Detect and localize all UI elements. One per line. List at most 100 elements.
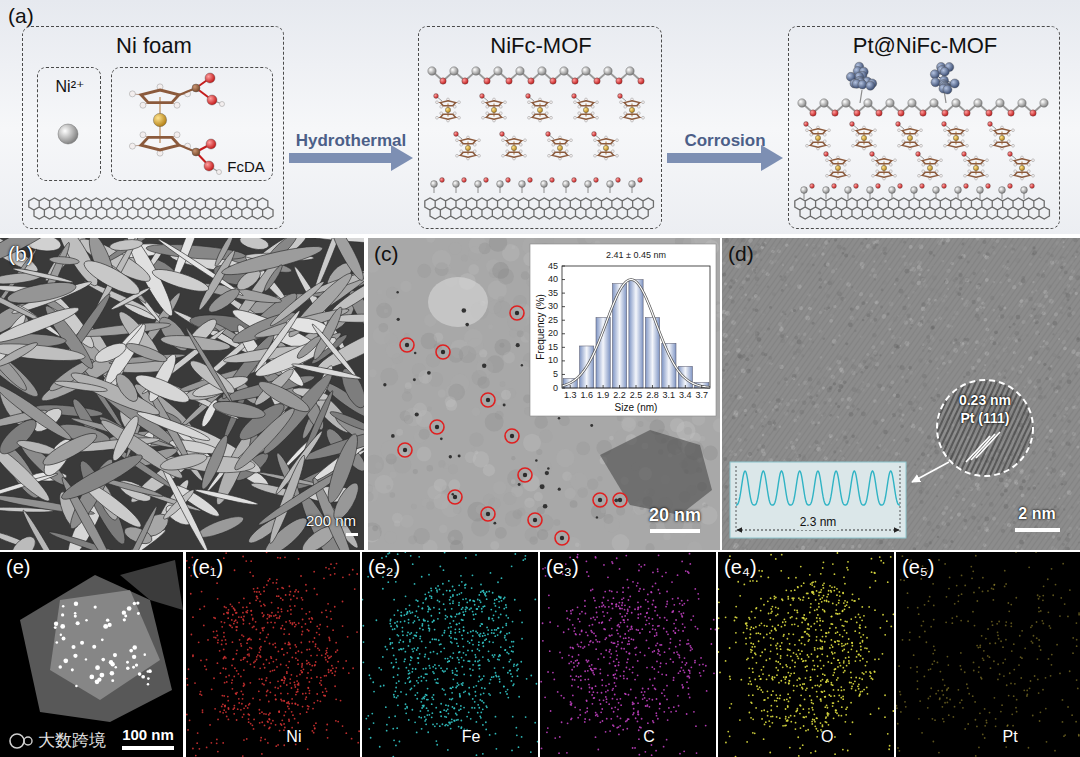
pt-mof-structure-part bbox=[920, 110, 926, 116]
tem-image-part bbox=[535, 459, 538, 462]
pt-mof-structure-part bbox=[830, 159, 845, 164]
pt-mof-structure-part bbox=[922, 170, 925, 173]
mof-structure-part bbox=[604, 67, 612, 75]
tem-image-part bbox=[419, 429, 430, 440]
mof-structure-part bbox=[557, 145, 562, 150]
tem-image-part bbox=[414, 528, 430, 544]
pt-mof-structure-part bbox=[876, 184, 881, 189]
tem-image-part bbox=[493, 522, 496, 525]
mof-structure-part bbox=[545, 105, 548, 108]
pt-mof-structure-part bbox=[830, 172, 845, 177]
scale-bar bbox=[346, 533, 358, 536]
pt-mof-structure-part bbox=[801, 187, 808, 194]
pt-mof-structure-part bbox=[948, 142, 963, 147]
sem-image-part bbox=[124, 340, 168, 365]
mof-structure-part bbox=[582, 67, 590, 75]
tem-image-part bbox=[412, 363, 426, 377]
tem-image-part bbox=[375, 462, 382, 469]
mof-structure-part bbox=[532, 101, 547, 106]
pt-mof-structure-part bbox=[930, 99, 938, 107]
tem-image-part bbox=[560, 536, 564, 540]
pt-mof-structure-part bbox=[810, 110, 816, 116]
pt-mof-structure-part bbox=[876, 159, 891, 164]
pt-mof-structure-part bbox=[1014, 170, 1017, 173]
size-histogram-part bbox=[562, 293, 565, 294]
tem-image-part bbox=[465, 323, 469, 327]
pt-mof-structure-part bbox=[902, 142, 917, 147]
pt-mof-structure-part bbox=[876, 170, 879, 173]
mof-structure-part bbox=[578, 114, 593, 119]
mof-structure-part bbox=[611, 150, 614, 153]
tem-image-part bbox=[604, 517, 619, 532]
histogram-bar bbox=[629, 280, 643, 388]
pt-mof-structure-part bbox=[1021, 187, 1028, 194]
tem-image-part bbox=[568, 475, 576, 483]
mof-structure-part bbox=[528, 178, 533, 183]
mof-structure-part bbox=[572, 94, 577, 99]
tem-image-part bbox=[396, 429, 403, 436]
sem-image bbox=[0, 238, 364, 550]
tem-image-part bbox=[481, 354, 485, 358]
mof-structure-part bbox=[428, 67, 436, 75]
size-histogram-part bbox=[562, 306, 565, 307]
mof-structure-part bbox=[486, 114, 501, 119]
particle-marker bbox=[448, 490, 462, 504]
plot-frame bbox=[562, 266, 710, 388]
mof-structure-part bbox=[616, 139, 619, 142]
mof-structure-part bbox=[607, 181, 614, 188]
hrtem-image-part bbox=[1037, 251, 1039, 253]
pt-mof-structure-part bbox=[973, 165, 978, 170]
fcda-molecule-part bbox=[141, 137, 179, 150]
tem-image-part bbox=[616, 506, 625, 515]
pt-mof-structure-part bbox=[848, 174, 851, 177]
pt-mof-structure bbox=[798, 62, 1048, 199]
pt-mof-structure-part bbox=[856, 129, 871, 134]
pt-mof-structure-part bbox=[981, 163, 984, 166]
pt-mof-structure-part bbox=[948, 133, 951, 136]
mof-structure-part bbox=[620, 116, 623, 119]
tem-image-part bbox=[438, 460, 445, 467]
pt-mof-structure-part bbox=[966, 144, 969, 147]
pt-mof-structure-part bbox=[894, 174, 897, 177]
tem-image-part bbox=[405, 343, 409, 347]
pt-mof-structure-part bbox=[920, 144, 923, 147]
tem-image-part bbox=[597, 476, 602, 481]
pt-mof-structure-part bbox=[806, 129, 809, 132]
sem-image-part bbox=[49, 256, 80, 266]
hrtem-image-part bbox=[779, 275, 781, 277]
scheme-background bbox=[0, 0, 1080, 234]
tem-image-part bbox=[391, 434, 395, 438]
pt-mof-structure-part bbox=[815, 135, 820, 140]
tem-image-part bbox=[521, 364, 523, 366]
pt-mof-structure-part bbox=[1019, 165, 1024, 170]
sem-image-part bbox=[291, 362, 362, 381]
pt-mof-structure-part bbox=[948, 129, 963, 134]
mof-structure-part bbox=[591, 112, 594, 115]
mof-structure-part bbox=[440, 105, 443, 108]
pt-mof-structure-part bbox=[1012, 129, 1015, 132]
mof-structure-part bbox=[598, 143, 601, 146]
mof-structure-part bbox=[565, 150, 568, 153]
pt-mof-structure-part bbox=[852, 144, 855, 147]
tem-image-part bbox=[612, 534, 630, 550]
tem-image-part bbox=[545, 471, 549, 475]
mof-structure-part bbox=[460, 152, 475, 157]
mof-structure-part bbox=[594, 139, 597, 142]
tem-image-part bbox=[377, 289, 383, 295]
tem-image-part bbox=[570, 500, 578, 508]
pt-mof-structure-part bbox=[889, 170, 892, 173]
mof-structure-part bbox=[545, 112, 548, 115]
particle-marker bbox=[593, 493, 607, 507]
pt-mof-structure-part bbox=[832, 184, 837, 189]
size-histogram-part bbox=[619, 385, 620, 388]
mof-structure-part bbox=[552, 150, 555, 153]
tem-image-part bbox=[493, 481, 507, 495]
sem-image-part bbox=[258, 369, 337, 459]
tem-image-part bbox=[525, 528, 539, 542]
tem-image-part bbox=[469, 432, 483, 446]
tem-image-part bbox=[486, 512, 490, 516]
pt-mof-structure-part bbox=[810, 140, 813, 143]
tem-image-part bbox=[468, 264, 479, 275]
pt-mof-structure-part bbox=[968, 159, 983, 164]
